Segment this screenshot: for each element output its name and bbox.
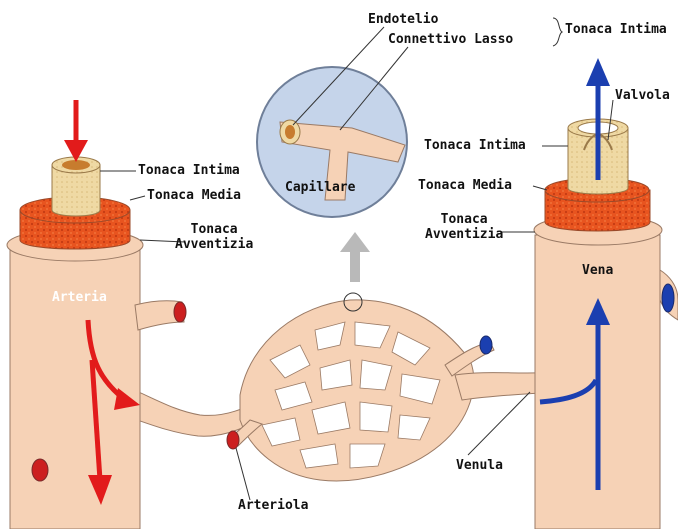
label-tonaca-intima-left: Tonaca Intima [138,163,240,178]
label-capillare: Capillare [285,180,355,195]
capillary-network [108,300,560,481]
label-tonaca-intima-top: Tonaca Intima [565,22,667,37]
label-arteriola: Arteriola [238,498,308,513]
label-tonaca-media-right: Tonaca Media [418,178,512,193]
label-tonaca-avventizia-right: Tonaca Avventizia [425,212,503,242]
label-endotelio: Endotelio [368,12,438,27]
label-valvola: Valvola [615,88,670,103]
label-venula: Venula [456,458,503,473]
artery [7,157,239,529]
label-tonaca-avventizia-left: Tonaca Avventizia [175,222,253,252]
label-vena: Vena [582,263,613,278]
label-arteria: Arteria [52,290,107,305]
label-tonaca-intima-right: Tonaca Intima [424,138,526,153]
label-tonaca-media-left: Tonaca Media [147,188,241,203]
label-connettivo-lasso: Connettivo Lasso [388,32,513,47]
